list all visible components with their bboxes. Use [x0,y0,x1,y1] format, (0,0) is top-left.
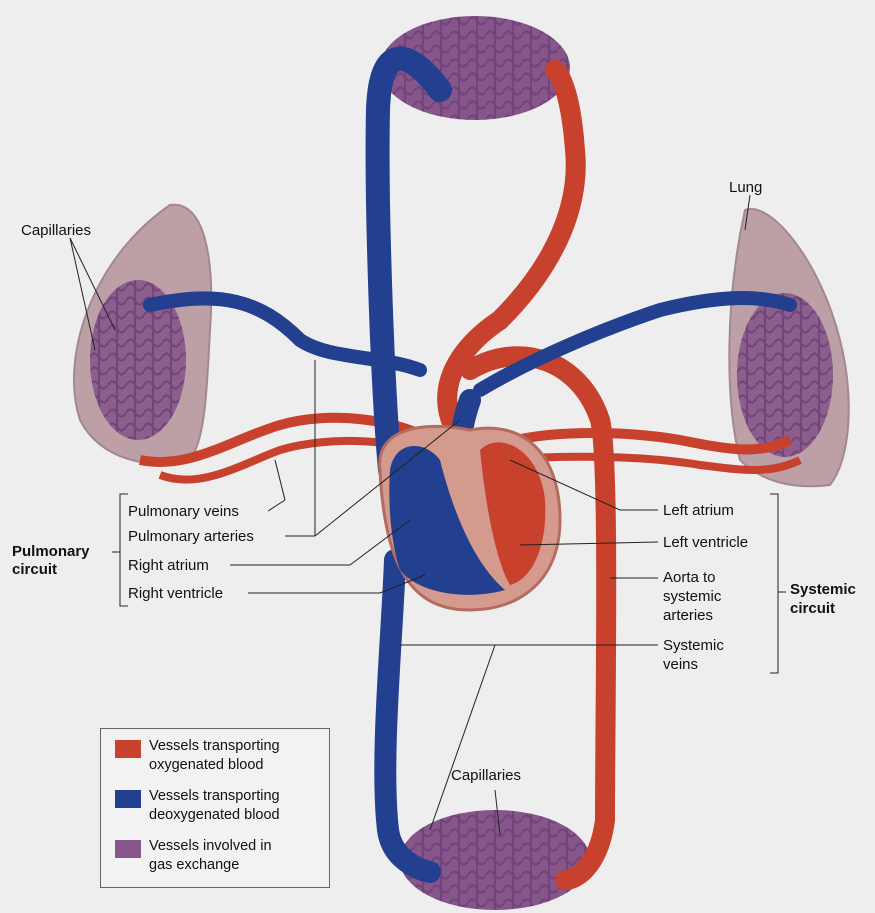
label-aorta-line2: systemic [663,587,721,606]
label-left-atrium: Left atrium [663,501,734,520]
legend-swatch-gas-exchange [115,840,141,858]
label-right-ventricle: Right ventricle [128,584,223,603]
legend-text-deoxygenated: Vessels transporting deoxygenated blood [149,787,280,825]
legend: Vessels transporting oxygenated blood Ve… [100,728,330,888]
legend-swatch-oxygenated [115,740,141,758]
label-systemic-veins-line2: veins [663,655,698,674]
legend-item-oxygenated: Vessels transporting oxygenated blood [115,737,280,775]
label-pulmonary-circuit-line2: circuit [12,560,57,579]
label-systemic-circuit-line2: circuit [790,599,835,618]
legend-item-deoxygenated: Vessels transporting deoxygenated blood [115,787,280,825]
label-left-ventricle: Left ventricle [663,533,748,552]
label-pulmonary-arteries: Pulmonary arteries [128,527,254,546]
label-pulmonary-veins: Pulmonary veins [128,502,239,521]
label-aorta-line1: Aorta to [663,568,716,587]
label-right-atrium: Right atrium [128,556,209,575]
superior-vena-cava [378,59,440,470]
label-systemic-veins-line1: Systemic [663,636,724,655]
inferior-vena-cava [385,560,430,872]
label-systemic-circuit-line1: Systemic [790,580,856,599]
legend-item-gas-exchange: Vessels involved in gas exchange [115,837,272,875]
label-pulmonary-circuit-line1: Pulmonary [12,542,90,561]
legend-text-gas-exchange: Vessels involved in gas exchange [149,837,272,875]
label-capillaries-bottom: Capillaries [451,766,521,785]
label-lung: Lung [729,178,762,197]
label-aorta-line3: arteries [663,606,713,625]
legend-swatch-deoxygenated [115,790,141,808]
legend-text-oxygenated: Vessels transporting oxygenated blood [149,737,280,775]
label-capillaries-top: Capillaries [21,221,91,240]
